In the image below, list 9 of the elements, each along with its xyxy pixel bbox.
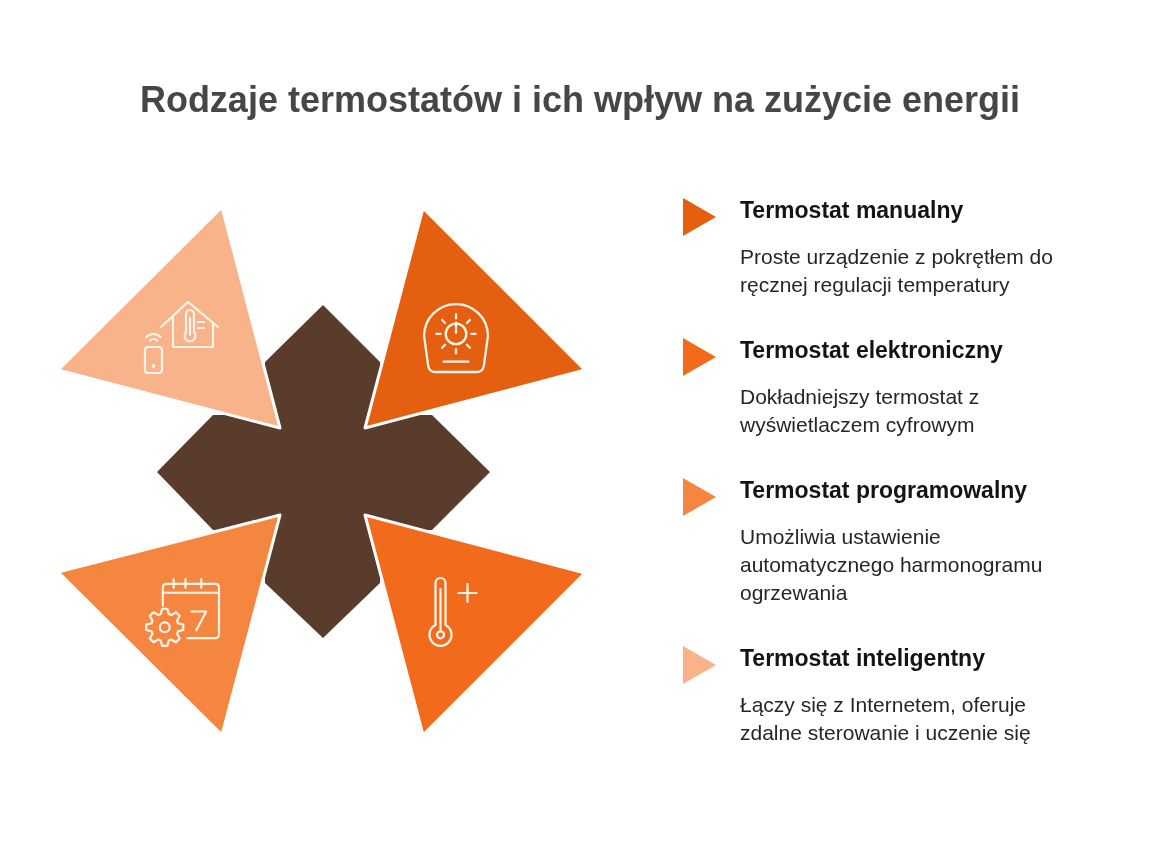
item-description: Łączy się z Internetem, oferuje zdalne sterowanie i uczenie się	[740, 692, 1032, 746]
item-heading: Termostat manualny	[740, 196, 964, 224]
item-heading: Termostat elektroniczny	[740, 336, 1003, 364]
item-description: Proste urządzenie z pokrętłem do ręcznej regulacji temperatury	[740, 244, 1054, 298]
item-heading: Termostat inteligentny	[740, 644, 985, 672]
item-description: Umożliwia ustawienie automatycznego harmonogramu ogrzewania	[740, 524, 1044, 606]
item-heading: Termostat programowalny	[740, 476, 1028, 504]
item-description: Dokładniejszy termostat z wyświetlaczem cyfrowym	[740, 384, 981, 438]
title: Rodzaje termostatów i ich wpływ na zużycie energii	[139, 79, 1021, 121]
